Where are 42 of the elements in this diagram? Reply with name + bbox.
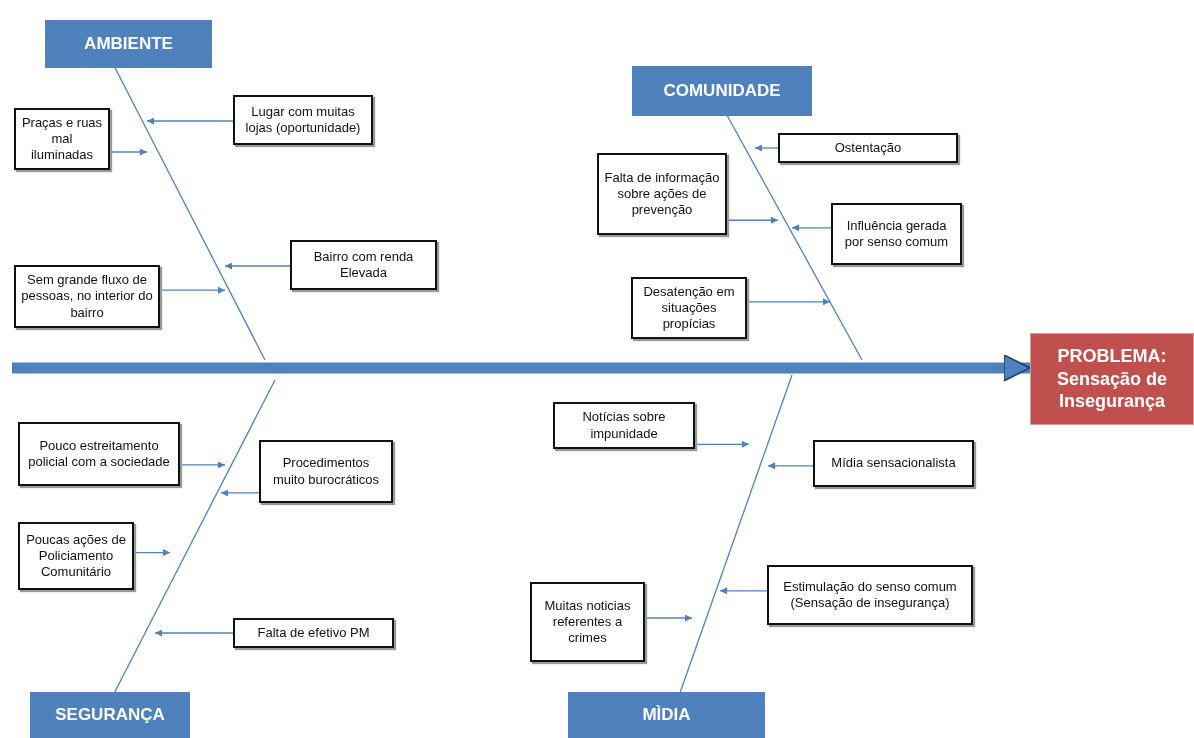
arrow	[746, 298, 831, 306]
cause-box: Sem grande fluxo de pessoas, no interior do bairro	[14, 265, 160, 328]
arrow	[719, 587, 768, 595]
arrow	[133, 549, 171, 557]
arrow	[179, 461, 226, 469]
fishbone-line	[679, 374, 793, 693]
arrow	[767, 462, 814, 470]
cause-box: Procedimentos muito burocráticos	[259, 440, 393, 503]
arrow	[791, 224, 832, 232]
cause-box: Poucas ações de Policiamento Comunitário	[18, 522, 134, 590]
cause-box: Notícias sobre impunidade	[553, 402, 695, 449]
cause-box: Muitas noticias referentes a crimes	[530, 582, 645, 662]
cause-box: Ostentação	[778, 133, 958, 163]
cause-box: Falta de informação sobre ações de prevenção	[597, 153, 727, 235]
fishbone-line	[114, 67, 266, 361]
problem-box: PROBLEMA: Sensação de Insegurança	[1030, 333, 1194, 425]
spine-arrow	[12, 354, 1031, 382]
arrow	[154, 629, 234, 637]
arrow	[694, 440, 750, 448]
arrow	[146, 117, 234, 125]
cause-box: Estimulação do senso comum (Sensação de insegurança)	[767, 565, 973, 625]
arrow	[644, 614, 693, 622]
fishbone-line	[114, 379, 276, 693]
cause-box: Desatenção em situações propícias	[631, 277, 747, 339]
arrow	[726, 216, 779, 224]
category-box: AMBIENTE	[45, 20, 212, 68]
arrow	[159, 286, 226, 294]
category-box: MÌDIA	[568, 692, 765, 738]
arrow	[754, 144, 779, 152]
arrow	[224, 262, 291, 270]
cause-box: Lugar com muitas lojas (oportunidade)	[233, 95, 373, 145]
cause-box: Falta de efetivo PM	[233, 618, 394, 648]
cause-box: Pouco estreitamento policial com a sociedade	[18, 422, 180, 486]
arrow	[109, 148, 148, 156]
cause-box: Praças e ruas mal iluminadas	[14, 108, 110, 170]
cause-box: Influência gerada por senso comum	[831, 203, 962, 265]
category-box: SEGURANÇA	[30, 692, 190, 738]
arrow	[220, 489, 260, 497]
category-box: COMUNIDADE	[632, 66, 812, 116]
fishbone-line	[726, 115, 863, 361]
cause-box: Mídia sensacionalista	[813, 440, 974, 487]
cause-box: Bairro com renda Elevada	[290, 240, 437, 290]
